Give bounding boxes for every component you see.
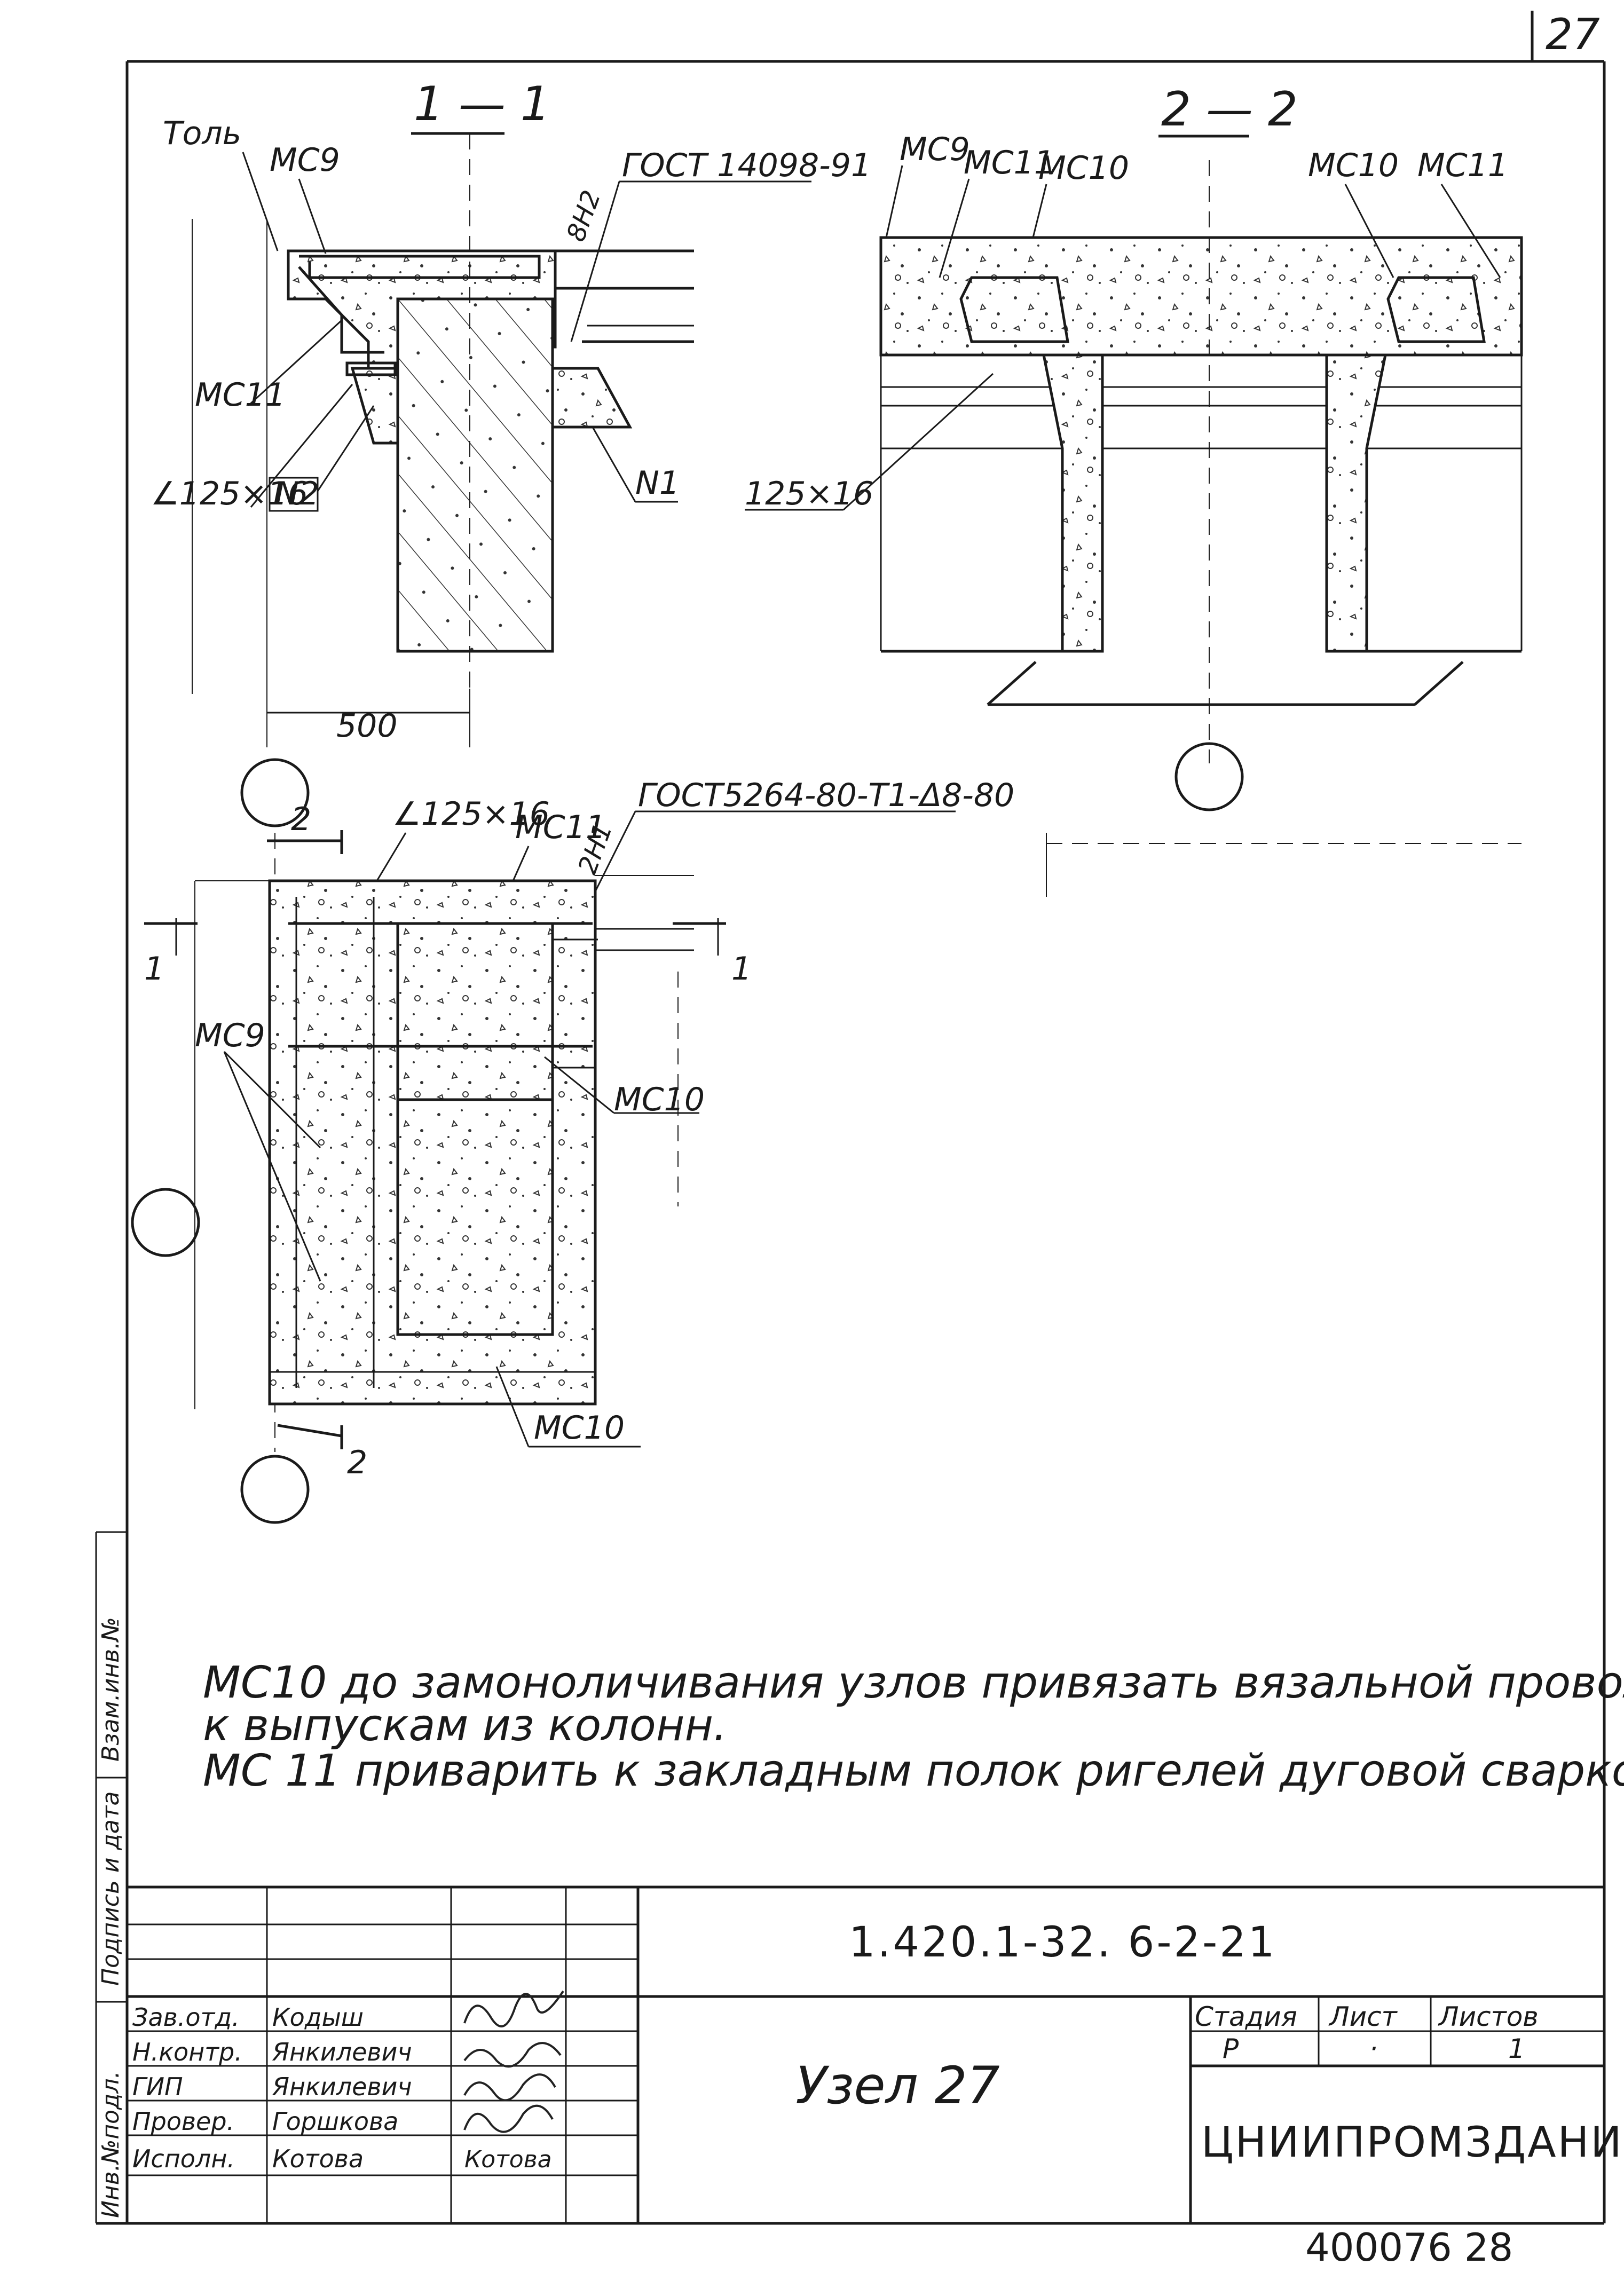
section-1-1-title: 1 — 1 — [414, 76, 550, 131]
label-ms9-plan: МС9 — [195, 1017, 265, 1054]
label-ms10-2a: МС10 — [1038, 149, 1129, 187]
dim-500: 500 — [336, 707, 398, 745]
label-n1: N1 — [635, 464, 680, 502]
page-number: 27 — [1546, 10, 1600, 59]
plan-view: ∠125×16 МС11 ГОСТ5264-80-Т1-Δ8-80 2Н1 1 … — [144, 777, 1014, 1481]
name-kotova: Котова — [272, 2144, 364, 2173]
label-ms11-plan: МС11 — [515, 809, 606, 846]
title-block: 1.420.1-32. 6-2-21 Узел 27 Стадия Лист Л… — [127, 1885, 1624, 2223]
role-prover: Провер. — [132, 2107, 234, 2136]
name-kodysh: Кодыш — [272, 2003, 364, 2032]
label-ms9-2: МС9 — [900, 131, 970, 168]
label-ms10-plan-a: МС10 — [614, 1081, 705, 1118]
name-yankilevich-1: Янкилевич — [272, 2038, 412, 2066]
signatures — [463, 1990, 564, 2133]
label-n2: N2 — [275, 475, 319, 512]
name-yankilevich-2: Янкилевич — [272, 2072, 412, 2101]
role-ispoln: Исполн. — [132, 2144, 235, 2173]
section-1-1: 1 — 1 500 Толь МС9 ГОСТ 14098-91 — [151, 76, 871, 747]
side-stamp: Инв.№подл. Подпись и дата Взам.инв.№ — [95, 1531, 127, 2223]
section-2-2: 2 — 2 МС9 МС11 МС10 МС10 МС11 — [745, 82, 1523, 897]
label-ms11-2b: МС11 — [1417, 147, 1508, 184]
label-angle-plan: ∠125×16 — [392, 795, 550, 833]
sheet-title: Узел 27 — [795, 2056, 1000, 2116]
sheets-header: Листов — [1438, 2001, 1539, 2032]
sheet-header: Лист — [1328, 2001, 1398, 2032]
cut-2-top: 2 — [291, 801, 311, 838]
label-gost-14098: ГОСТ 14098-91 — [622, 147, 871, 184]
label-ms10-plan-b: МС10 — [534, 1409, 625, 1447]
cut-1-left: 1 — [144, 950, 164, 988]
stage-value: Р — [1223, 2033, 1239, 2064]
label-ms11-1: МС11 — [195, 376, 286, 414]
side-stamp-vzam: Взам.инв.№ — [97, 1617, 124, 1762]
label-gost-5264: ГОСТ5264-80-Т1-Δ8-80 — [638, 777, 1014, 814]
role-zav-otd: Зав.отд. — [132, 2003, 240, 2032]
stage-header: Стадия — [1195, 2001, 1297, 2032]
note-line-3: МС 11 приварить к закладным полок ригеле… — [203, 1746, 1624, 1796]
archive-number: 400076 28 — [1305, 2225, 1513, 2270]
section-2-2-title: 2 — 2 — [1161, 82, 1298, 137]
label-ms9-1: МС9 — [270, 141, 340, 179]
label-angle-2: 125×16 — [745, 475, 873, 512]
note-line-1: МС10 до замоноличивания узлов привязать … — [203, 1658, 1624, 1708]
organization: ЦНИИПРОМЗДАНИЙ — [1201, 2118, 1624, 2167]
sheets-value: 1 — [1508, 2033, 1525, 2064]
note-line-2: к выпускам из колонн. — [203, 1700, 727, 1751]
signature-kotova: Котова — [464, 2146, 552, 2173]
sheet-frame — [96, 11, 1606, 2225]
notes: МС10 до замоноличивания узлов привязать … — [203, 1658, 1624, 1796]
side-stamp-inv-podl: Инв.№подл. — [97, 2071, 124, 2218]
label-ms11-2a: МС11 — [964, 144, 1054, 181]
sheet-value: · — [1369, 2033, 1378, 2064]
label-angle-1: ∠125×16 — [151, 475, 308, 512]
name-gorshkova: Горшкова — [272, 2107, 398, 2136]
cut-2-bottom: 2 — [347, 1444, 367, 1481]
role-n-kontr: Н.контр. — [132, 2038, 242, 2066]
label-tol: Толь — [163, 115, 241, 152]
role-gip: ГИП — [132, 2072, 183, 2101]
label-ms10-2b: МС10 — [1308, 147, 1399, 184]
document-code: 1.420.1-32. 6-2-21 — [849, 1919, 1277, 1967]
cut-1-right: 1 — [731, 950, 752, 988]
label-weld-8n2: 8Н2 — [561, 186, 607, 245]
side-stamp-podpis: Подпись и дата — [97, 1791, 124, 1986]
